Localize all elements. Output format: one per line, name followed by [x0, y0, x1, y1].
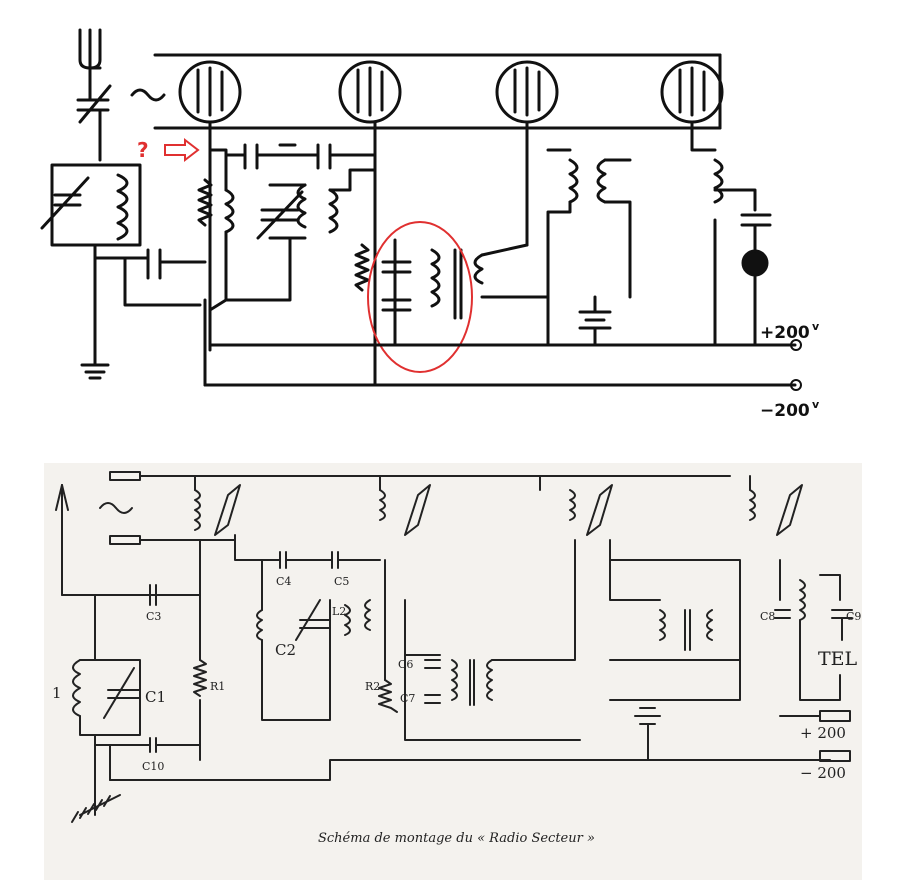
antenna-icon	[55, 484, 69, 596]
question-mark-label: ?	[137, 138, 149, 162]
vacuum-tube-4	[660, 60, 724, 124]
vacuum-tube-2	[338, 60, 402, 387]
schematic-caption: Schéma de montage du « Radio Secteur »	[318, 831, 595, 846]
label-c6: C6	[398, 658, 413, 671]
minus-200v-label: −200	[760, 401, 810, 421]
label-c1: C1	[145, 688, 166, 706]
output-transformer-2	[690, 120, 757, 347]
label-l2: L2	[332, 605, 346, 618]
supply-rails	[203, 298, 797, 387]
top-schematic: ?	[40, 28, 820, 421]
plus-200v-label: +200	[760, 323, 810, 343]
circled-detector-section	[354, 238, 550, 347]
input-tuned-circuit	[40, 163, 202, 362]
battery-icon	[634, 699, 661, 761]
interstage-capacitors	[224, 143, 377, 170]
antenna-icon	[78, 28, 102, 102]
ground-icon	[80, 358, 110, 380]
red-highlight-circle	[367, 221, 473, 373]
ac-tilde-symbol	[130, 88, 166, 102]
red-arrow-icon	[164, 137, 200, 163]
stage2-components	[256, 475, 431, 721]
supply-rails	[109, 710, 851, 781]
label-c2: C2	[275, 641, 296, 659]
output-transformer	[609, 539, 741, 701]
ground-icon	[71, 794, 121, 823]
label-c5: C5	[334, 575, 349, 588]
label-c7: C7	[400, 692, 415, 705]
stage2-tuned-circuit	[224, 168, 377, 302]
minus-terminal	[790, 379, 802, 391]
label-minus-200: − 200	[800, 764, 846, 782]
label-plus-200: + 200	[800, 724, 846, 742]
label-r2: R2	[365, 680, 380, 693]
output-stage	[749, 475, 853, 701]
stage1-components	[193, 475, 281, 761]
vacuum-tube-1	[178, 60, 242, 352]
minus-200v-unit: v	[812, 398, 820, 411]
heater-terminals	[99, 471, 731, 545]
grid-coupling-capacitor	[123, 248, 207, 280]
label-tel: TEL	[818, 648, 858, 670]
output-transformer-1	[546, 148, 632, 347]
label-c9: C9	[846, 610, 861, 623]
bottom-schematic: 1 C1 C3 C10 R1 C4 C5 C2 L2 R2 C6 C7 C8 C…	[52, 471, 861, 846]
stage1-resistor-coil	[197, 148, 235, 312]
label-coil-1: 1	[52, 684, 62, 702]
plus-200v-unit: v	[812, 320, 820, 333]
heater-bus-lines	[153, 53, 722, 130]
label-c4: C4	[276, 575, 291, 588]
headphone-capacitor	[740, 213, 772, 347]
label-c10: C10	[142, 760, 164, 773]
plus-terminal	[790, 339, 802, 351]
input-circuit	[61, 584, 201, 816]
antenna-variable-capacitor	[76, 84, 112, 162]
label-r1: R1	[210, 680, 225, 693]
label-c8: C8	[760, 610, 775, 623]
vacuum-tube-3	[495, 60, 559, 247]
battery-icon	[578, 295, 612, 347]
stage3-coupling	[404, 475, 613, 741]
label-c3: C3	[146, 610, 161, 623]
